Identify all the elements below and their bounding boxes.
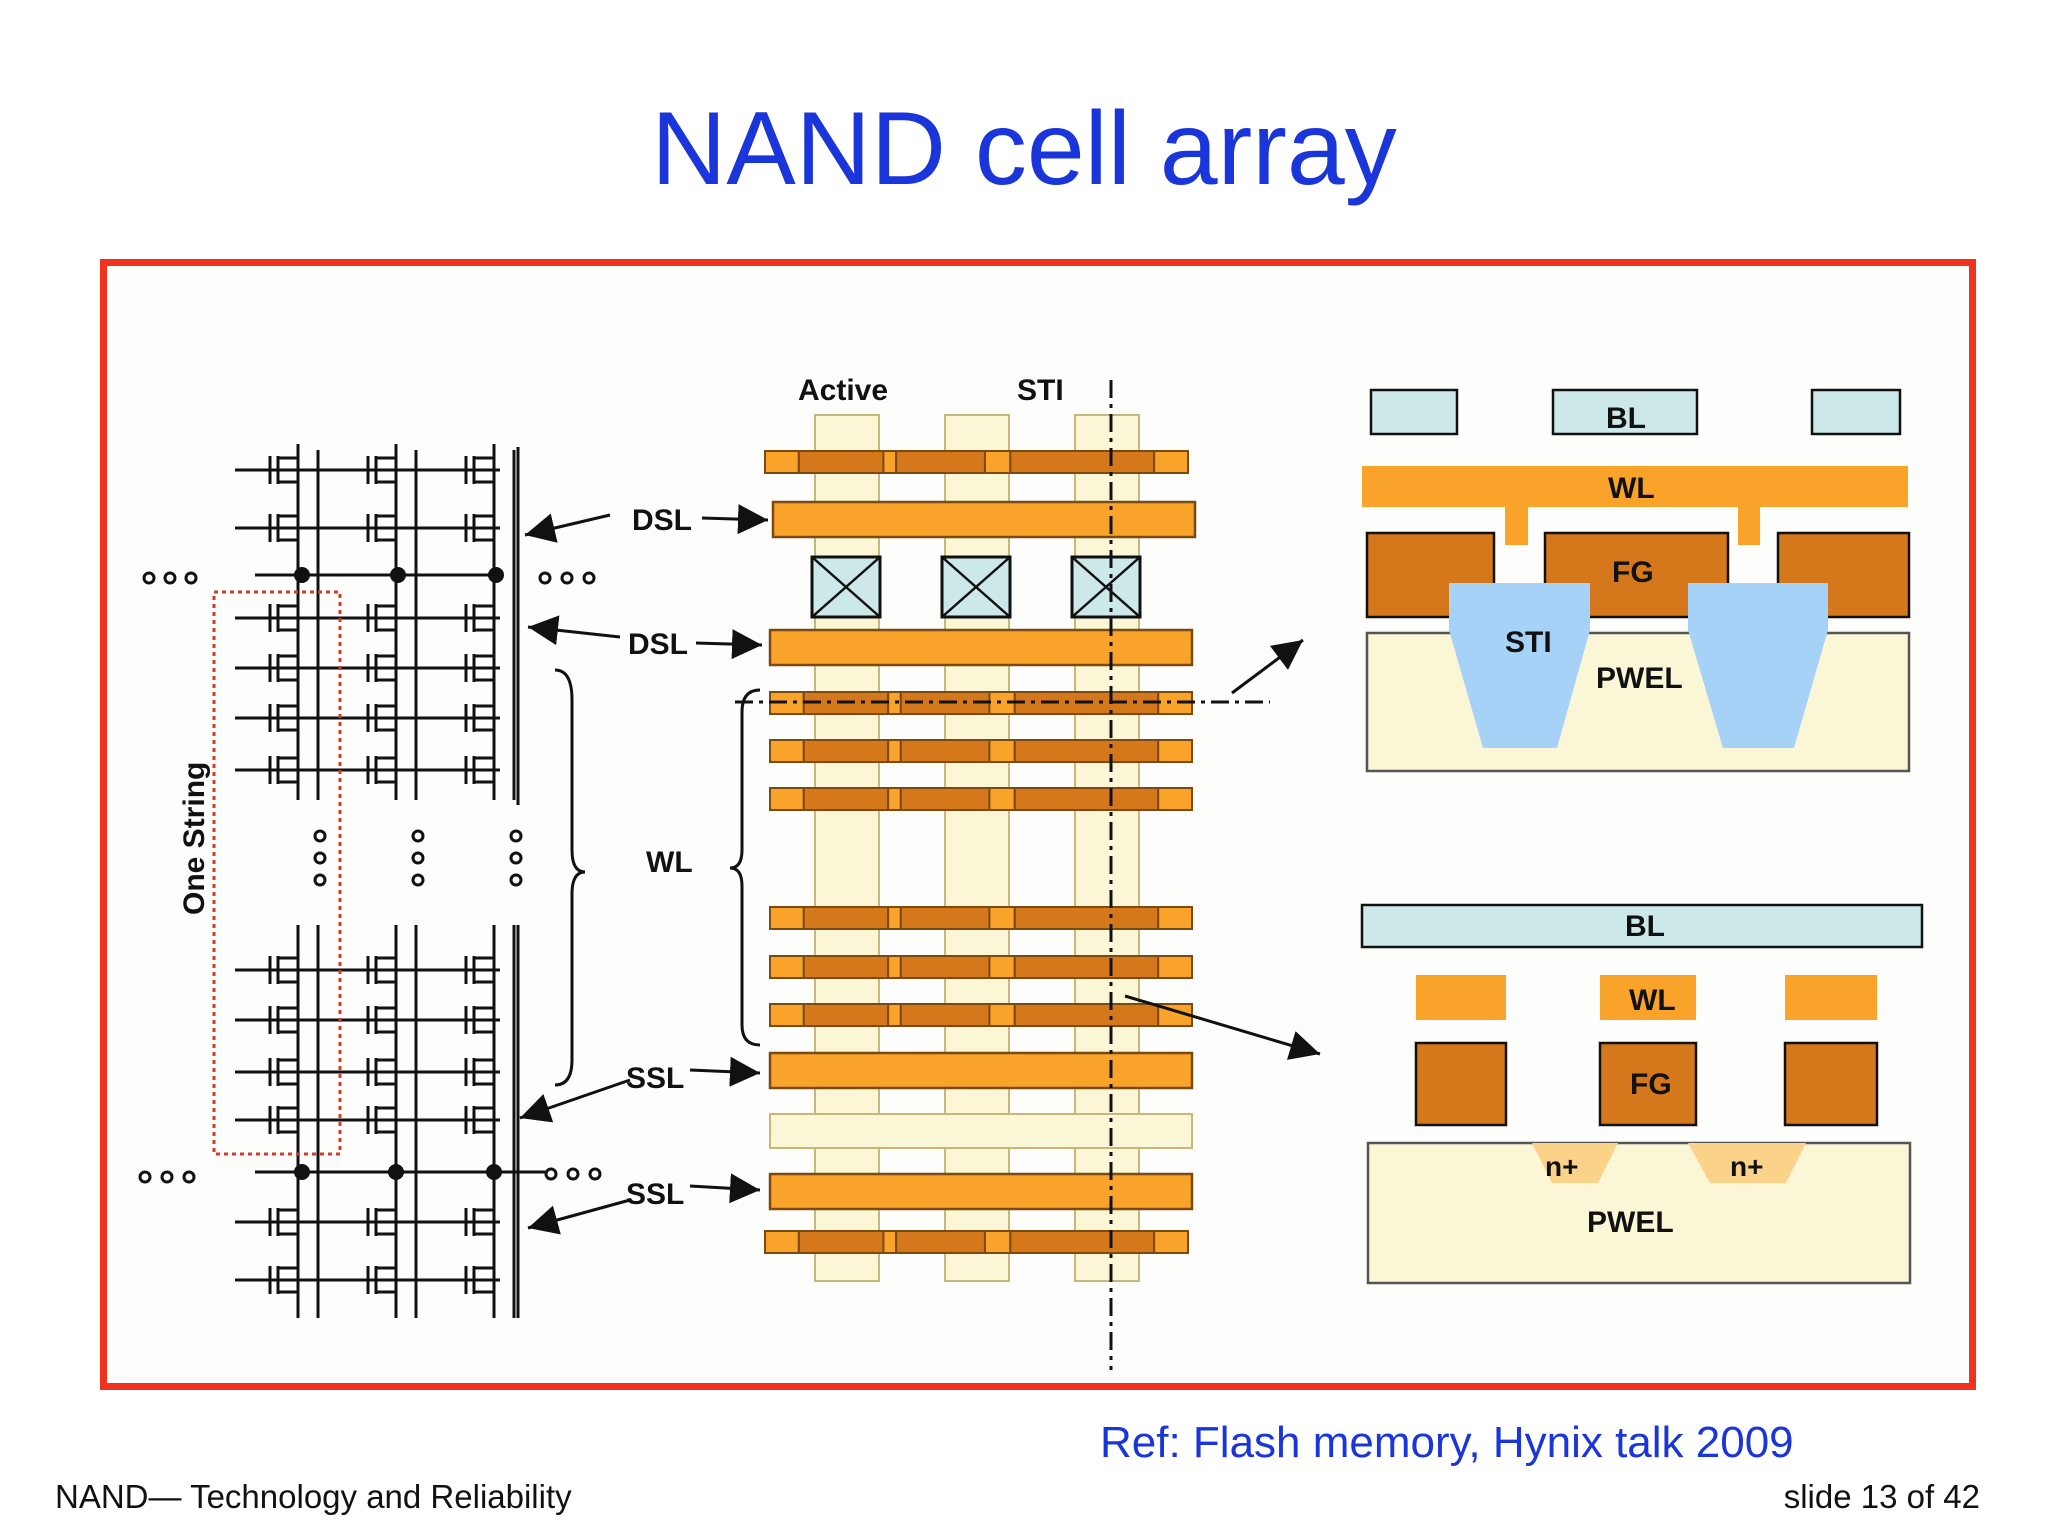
layout-arrows [689, 504, 769, 1204]
active-strips [814, 414, 1140, 1282]
schematic [235, 444, 516, 1318]
top-pwel-label: PWEL [1596, 662, 1683, 695]
reference-text: Ref: Flash memory, Hynix talk 2009 [1100, 1418, 1794, 1467]
bottom-nplus-label-1: n+ [1545, 1151, 1578, 1182]
dsl-label-2: DSL [628, 628, 688, 661]
select-lines [768, 500, 1197, 1211]
bottom-pwel-label: PWEL [1587, 1206, 1674, 1239]
schematic-wl-brace [554, 668, 586, 1087]
one-string-label: One String [178, 762, 211, 915]
dsl-label-1: DSL [632, 504, 692, 537]
layout-wl-brace [729, 688, 761, 1047]
cross-section-bottom [1360, 903, 1924, 1285]
section-arrows [1124, 638, 1321, 1060]
top-sti-label: STI [1505, 626, 1552, 659]
sti-label: STI [1017, 374, 1064, 407]
active-label: Active [798, 374, 888, 407]
top-bl-label: BL [1606, 402, 1646, 435]
bottom-wl-label: WL [1629, 984, 1676, 1017]
bottom-bl-label: BL [1625, 910, 1665, 943]
bottom-fg-label: FG [1630, 1068, 1672, 1101]
ellipsis-dots [138, 571, 602, 1184]
slide-title: NAND cell array [651, 91, 1397, 207]
slide-number: slide 13 of 42 [1783, 1478, 1980, 1515]
top-fg-label: FG [1612, 556, 1654, 589]
junction-dots [294, 567, 504, 1180]
schematic-arrows [519, 513, 631, 1235]
top-wl-label: WL [1608, 472, 1655, 505]
contact-x [811, 556, 1141, 618]
ssl-label-2: SSL [626, 1178, 684, 1211]
wl-label: WL [646, 846, 693, 879]
footer-title: NAND— Technology and Reliability [55, 1478, 572, 1515]
bottom-nplus-label-2: n+ [1730, 1151, 1763, 1182]
ssl-label-1: SSL [626, 1062, 684, 1095]
segment-rows [764, 450, 1193, 1254]
cross-section-top [1362, 388, 1911, 773]
pale-bars [769, 1113, 1193, 1149]
